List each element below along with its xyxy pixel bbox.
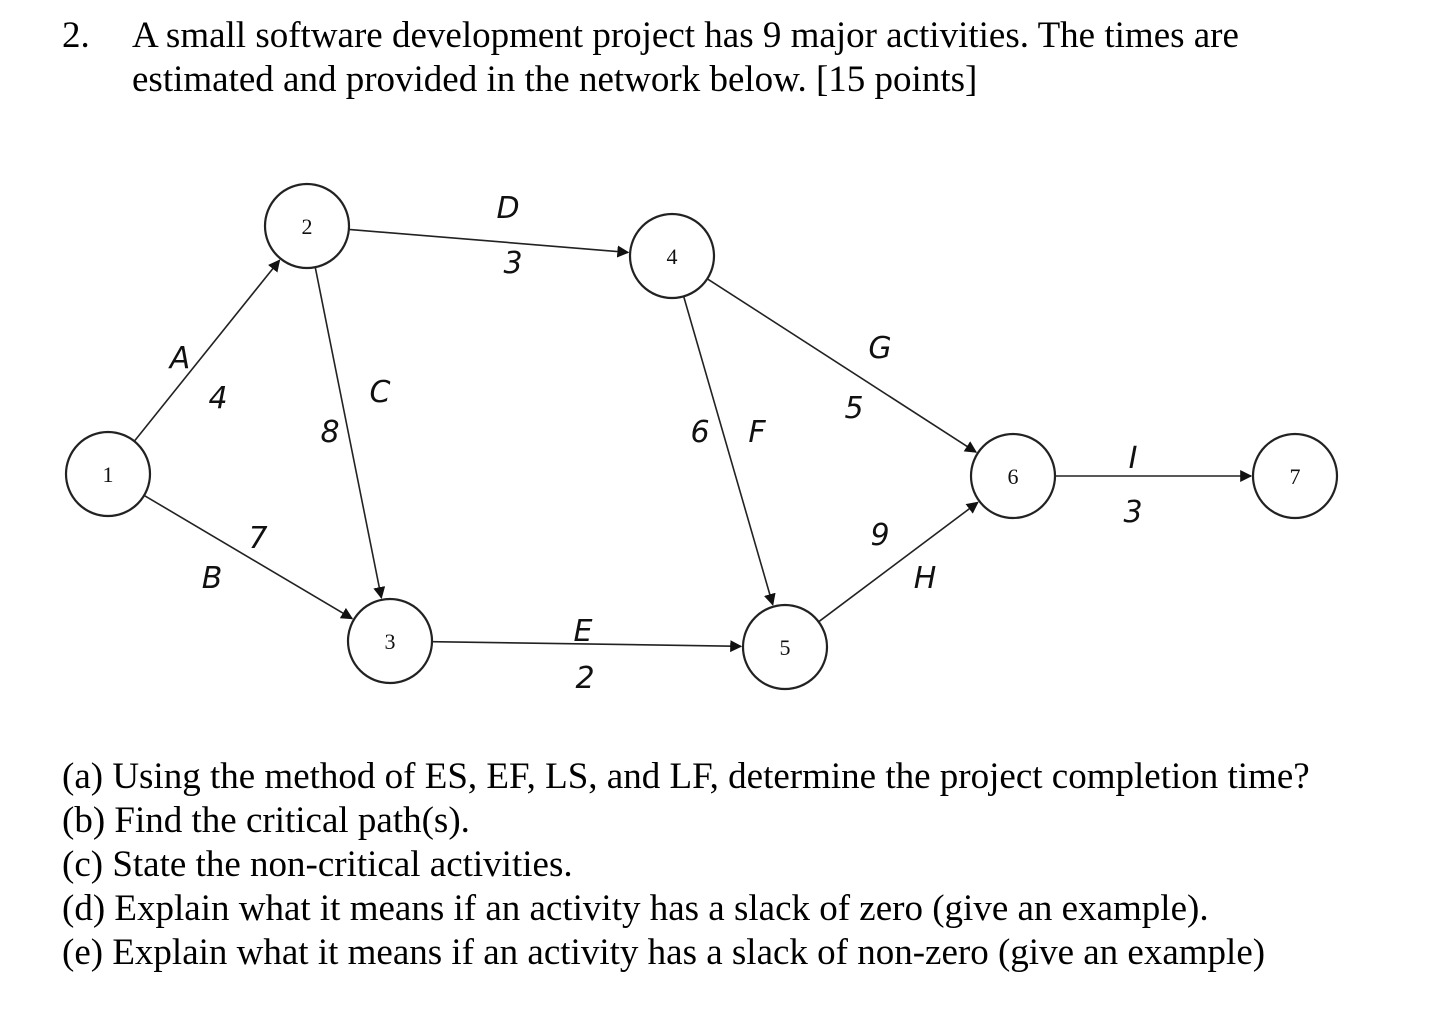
activity-time-b: 7 bbox=[248, 521, 267, 556]
sub-question-d: (d) Explain what it means if an activity… bbox=[62, 888, 1209, 929]
node-circle bbox=[969, 432, 1057, 520]
activity-arrow-a bbox=[133, 259, 281, 442]
network-node-4: 4 bbox=[628, 212, 716, 300]
activity-name-a: A bbox=[168, 341, 191, 376]
activity-arrow-c bbox=[314, 267, 386, 600]
network-node-2: 2 bbox=[263, 182, 351, 270]
network-node-1: 1 bbox=[64, 430, 152, 518]
activity-name-b: B bbox=[202, 561, 223, 596]
node-circle bbox=[628, 212, 716, 300]
activity-time-d: 3 bbox=[503, 246, 522, 281]
sub-question-a: (a) Using the method of ES, EF, LS, and … bbox=[62, 756, 1310, 797]
network-node-7: 7 bbox=[1251, 432, 1339, 520]
sub-question-c: (c) State the non-critical activities. bbox=[62, 844, 573, 885]
activity-name-d: D bbox=[496, 191, 519, 226]
node-circle bbox=[64, 430, 152, 518]
node-circle bbox=[263, 182, 351, 270]
activity-name-f: F bbox=[748, 415, 766, 450]
activity-time-h: 9 bbox=[870, 518, 889, 553]
activity-time-a: 4 bbox=[208, 381, 227, 416]
sub-questions: (a) Using the method of ES, EF, LS, and … bbox=[62, 755, 1310, 975]
node-label: 5 bbox=[780, 635, 791, 660]
node-label: 7 bbox=[1290, 464, 1301, 489]
activity-time-f: 6 bbox=[690, 415, 709, 450]
activity-time-i: 3 bbox=[1123, 495, 1142, 530]
activity-name-h: H bbox=[914, 561, 937, 596]
sub-question-e: (e) Explain what it means if an activity… bbox=[62, 932, 1266, 973]
activity-time-g: 5 bbox=[844, 391, 863, 426]
node-label: 1 bbox=[103, 462, 114, 487]
activity-arrow-e bbox=[431, 640, 743, 653]
node-circle bbox=[741, 603, 829, 691]
node-label: 6 bbox=[1008, 464, 1019, 489]
activity-arrow-d bbox=[348, 228, 630, 258]
activity-arrow-h bbox=[818, 501, 979, 623]
activity-name-i: I bbox=[1129, 441, 1138, 476]
activity-name-c: C bbox=[370, 375, 391, 410]
activity-name-g: G bbox=[868, 331, 891, 366]
activity-arrow-g bbox=[706, 278, 978, 453]
network-node-6: 6 bbox=[969, 432, 1057, 520]
activity-time-c: 8 bbox=[320, 415, 339, 450]
node-label: 2 bbox=[302, 214, 313, 239]
network-node-5: 5 bbox=[741, 603, 829, 691]
node-circle bbox=[346, 597, 434, 685]
question-number: 2. bbox=[62, 15, 90, 56]
activity-time-e: 2 bbox=[575, 661, 594, 696]
node-label: 3 bbox=[385, 629, 396, 654]
activity-arrow-b bbox=[143, 494, 354, 620]
node-circle bbox=[1251, 432, 1339, 520]
question-line-1: A small software development project has… bbox=[132, 15, 1239, 56]
node-label: 4 bbox=[667, 244, 678, 269]
question-line-2: estimated and provided in the network be… bbox=[132, 59, 978, 100]
activity-name-e: E bbox=[574, 614, 593, 649]
network-node-3: 3 bbox=[346, 597, 434, 685]
question-text: A small software development project has… bbox=[132, 14, 1292, 102]
activity-arrow-f bbox=[682, 296, 776, 606]
sub-question-b: (b) Find the critical path(s). bbox=[62, 800, 470, 841]
